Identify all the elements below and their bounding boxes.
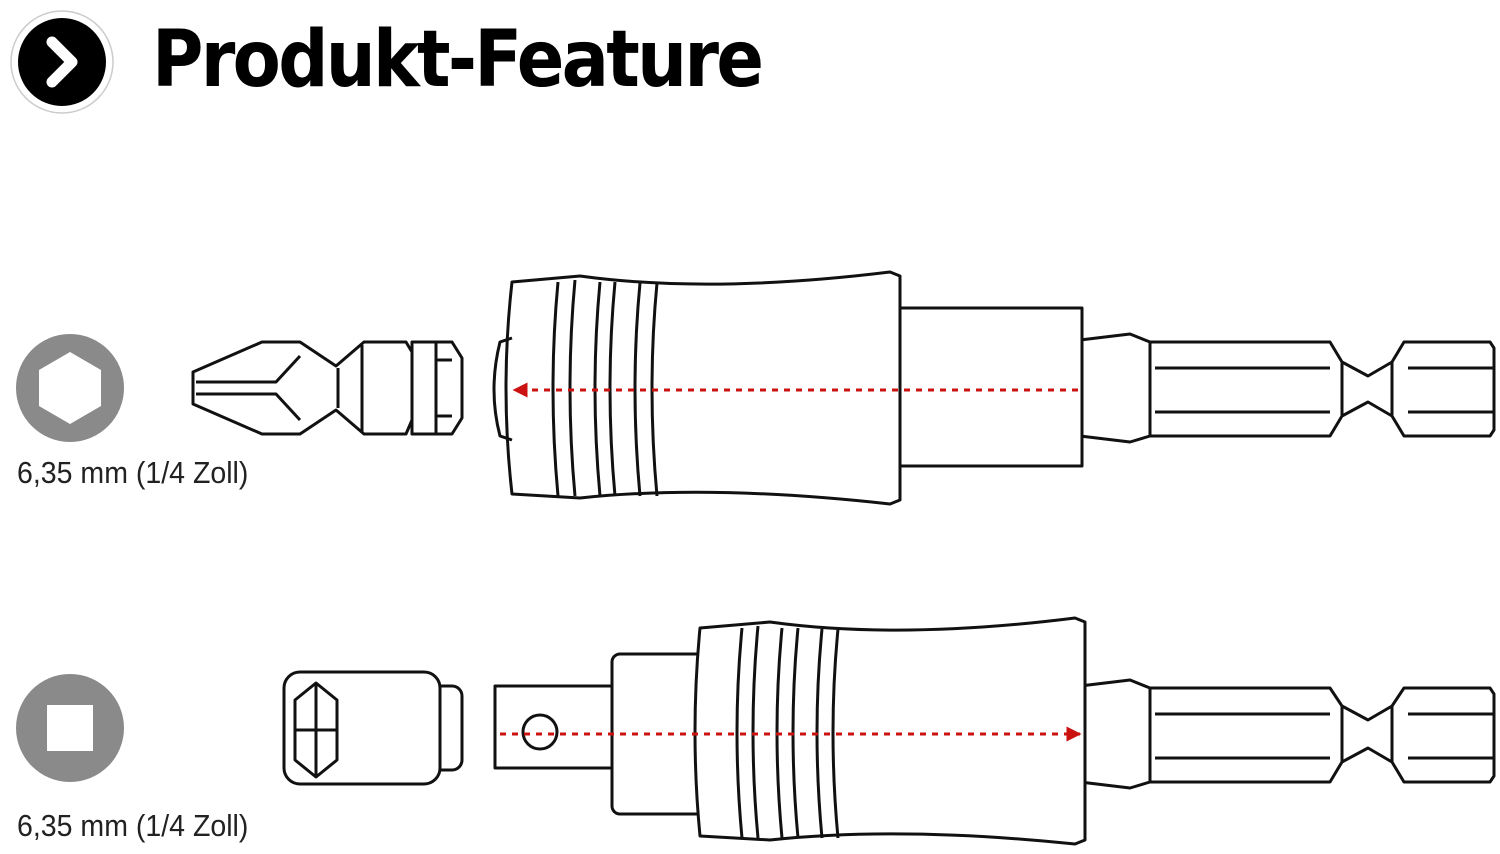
size-label-hex: 6,35 mm (1/4 Zoll) [17, 455, 249, 490]
bit-holder-1 [492, 270, 1496, 506]
phillips-bit [191, 340, 464, 436]
square-profile-icon [16, 674, 124, 782]
socket-nut [282, 670, 464, 786]
chevron-right-icon [10, 10, 114, 114]
size-label-square: 6,35 mm (1/4 Zoll) [17, 808, 249, 843]
hexagon-profile-icon [16, 334, 124, 442]
page-title: Produkt-Feature [152, 15, 764, 105]
bit-holder-2 [493, 616, 1496, 846]
